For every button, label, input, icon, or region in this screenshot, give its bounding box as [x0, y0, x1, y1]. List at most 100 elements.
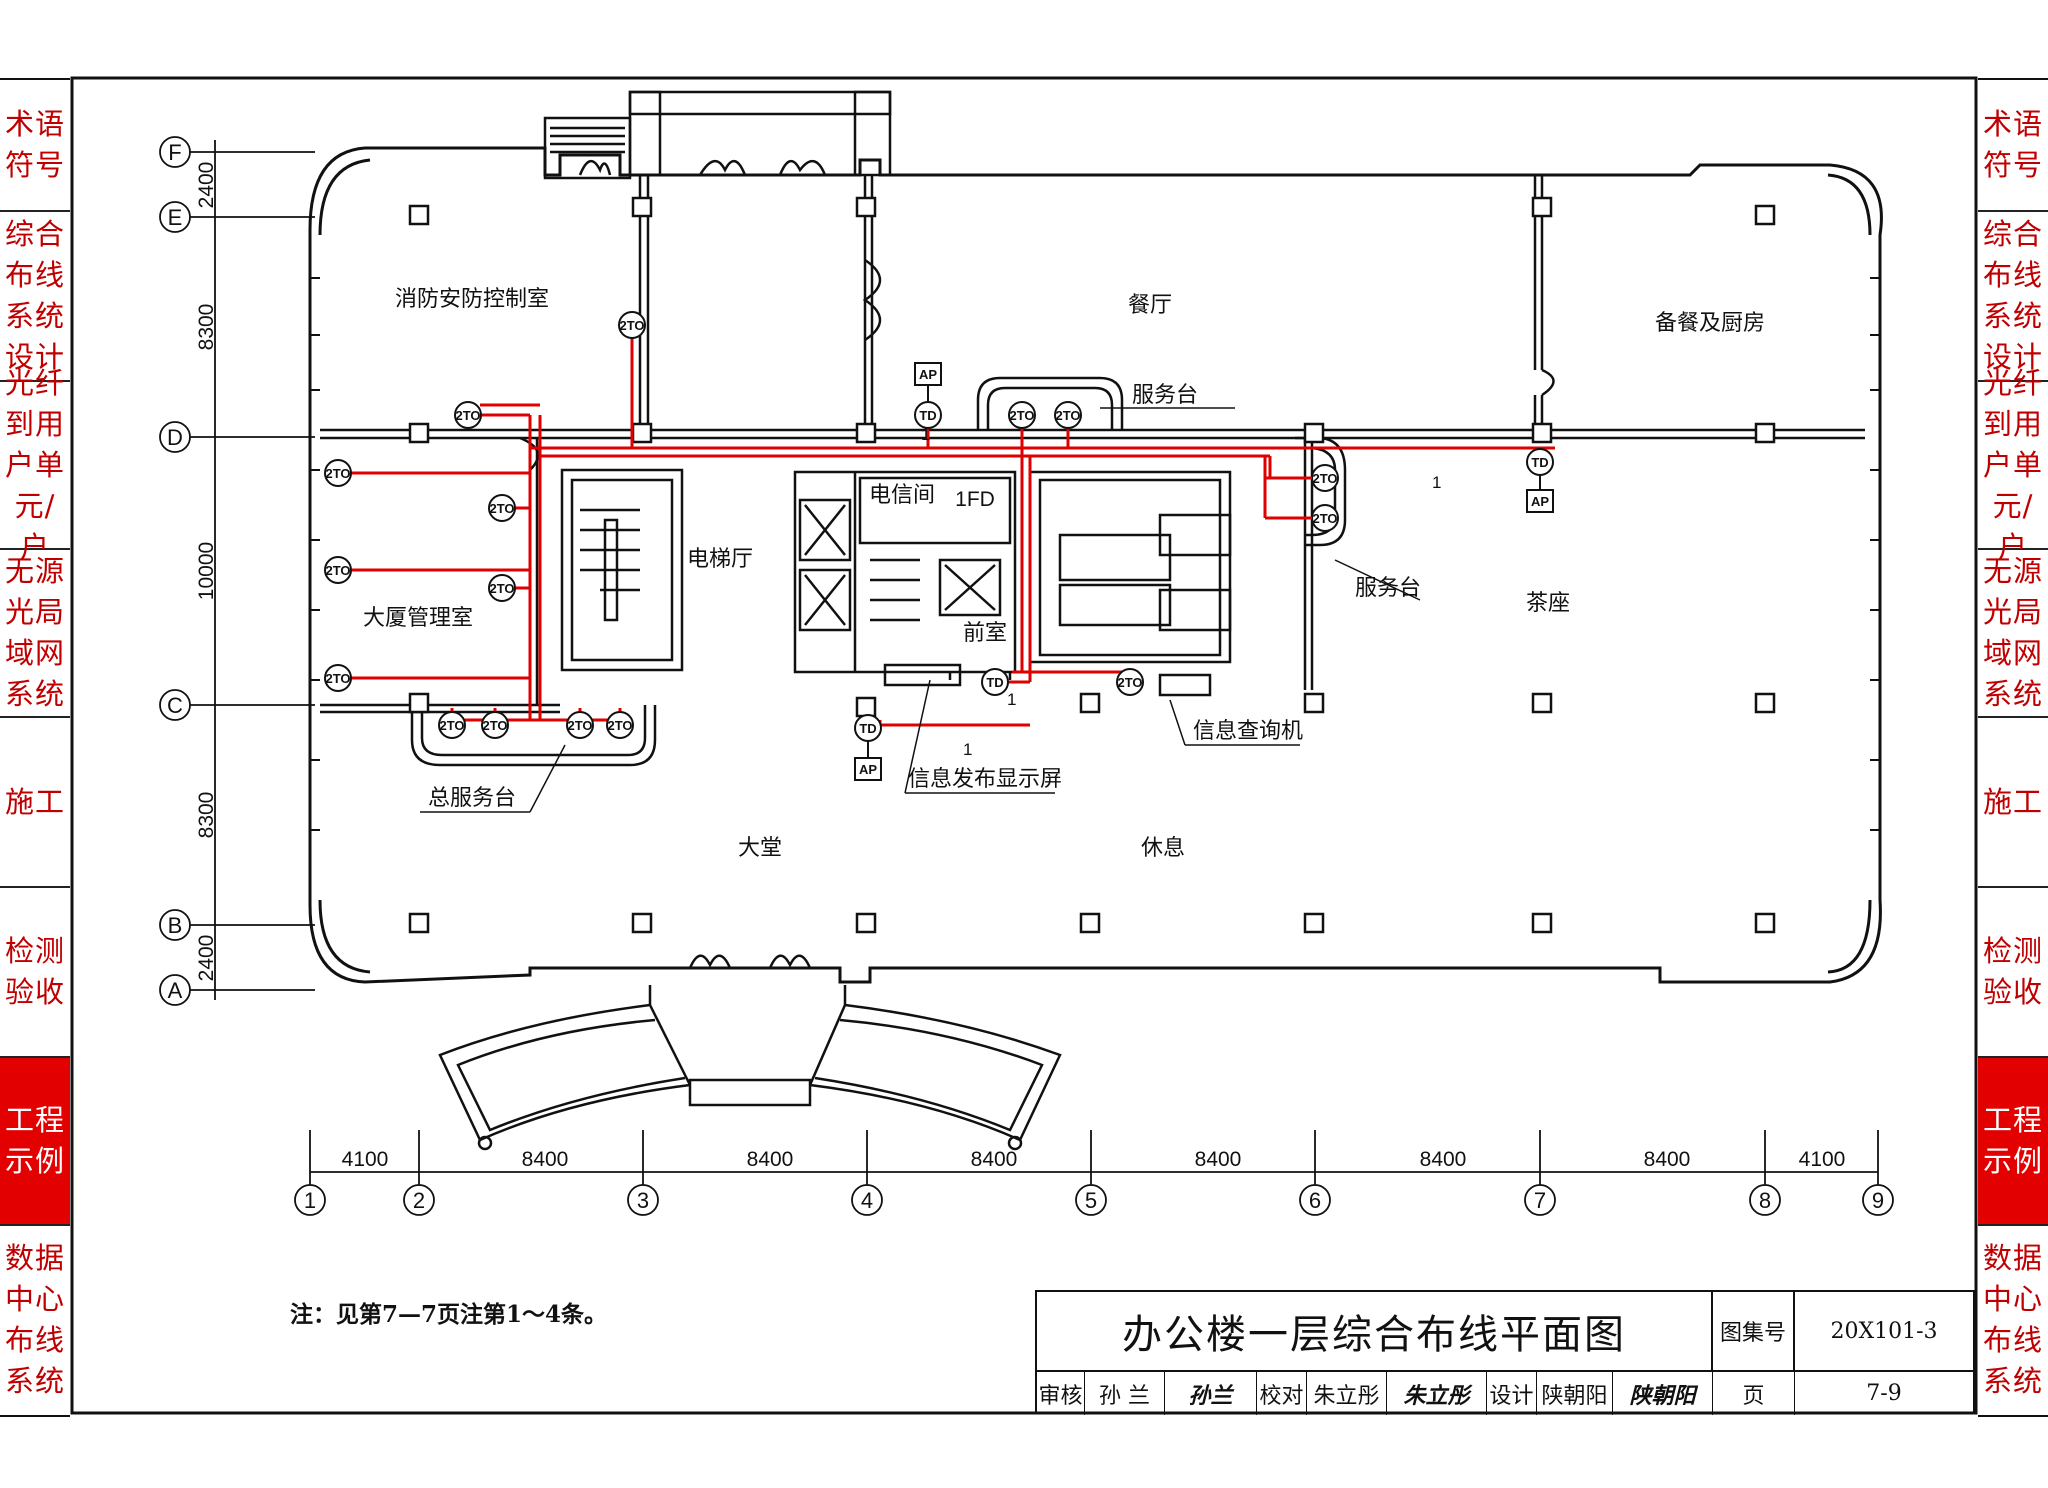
- outlet-2to: 2TO: [1311, 464, 1339, 492]
- svg-text:8400: 8400: [747, 1148, 794, 1171]
- outlet-2to: 2TO: [488, 574, 516, 602]
- sidebar-tab-construction-right[interactable]: 施工: [1978, 718, 2048, 888]
- label-elevator-hall: 电梯厅: [687, 547, 753, 572]
- svg-text:2TO: 2TO: [455, 408, 480, 423]
- sidebar-tab-datacenter[interactable]: 数据 中心 布线 系统: [4, 1240, 65, 1398]
- svg-text:1: 1: [1432, 473, 1441, 492]
- entrance-canopy: [438, 954, 1062, 1151]
- sidebar-tab-construction[interactable]: 施工: [0, 718, 70, 888]
- label-lobby: 大堂: [738, 836, 782, 861]
- svg-text:8300: 8300: [195, 792, 218, 839]
- row-axis-bubbles: F E D C B A: [159, 136, 191, 1006]
- svg-text:9: 9: [1872, 1188, 1884, 1213]
- columns: [408, 196, 1776, 934]
- sidebar-tab-datacenter-right[interactable]: 数据 中心 布线 系统: [1982, 1240, 2043, 1398]
- design-label: 设计: [1487, 1372, 1537, 1415]
- label-antechamber: 前室: [963, 621, 1007, 646]
- outlet-2to: 2TO: [1116, 668, 1144, 696]
- outlet-2to: 2TO: [324, 664, 352, 692]
- svg-text:1: 1: [921, 425, 930, 444]
- label-service-desk-right: 服务台: [1355, 576, 1421, 601]
- ap-symbol: AP: [854, 757, 882, 781]
- grid-col-4: 4: [851, 1184, 883, 1216]
- interior-walls: [320, 175, 1865, 714]
- outlets: 2TO 2TO 2TO 2TO 2TO 2TO 2TO 2TO 2TO 2TO …: [324, 311, 1339, 739]
- grid-row-f: F: [159, 136, 191, 168]
- drawing-note: 注：见第7—7页注第1～4条。: [290, 1301, 608, 1328]
- grid-col-2: 2: [403, 1184, 435, 1216]
- svg-text:1: 1: [304, 1188, 316, 1213]
- outlet-2to: 2TO: [488, 494, 516, 522]
- outlet-2to: 2TO: [1008, 401, 1036, 429]
- svg-text:2TO: 2TO: [325, 466, 350, 481]
- svg-text:2TO: 2TO: [489, 501, 514, 516]
- service-desk-top: [976, 376, 1124, 430]
- outlet-2to: 2TO: [481, 711, 509, 739]
- svg-text:5: 5: [1085, 1188, 1097, 1213]
- svg-text:8400: 8400: [522, 1148, 569, 1171]
- sidebar-tab-examples[interactable]: 工程 示例: [0, 1058, 70, 1226]
- drawing-title: 办公楼一层综合布线平面图: [1037, 1292, 1713, 1372]
- reviewer-signature: 孙兰: [1165, 1372, 1257, 1415]
- check-label: 校对: [1257, 1372, 1307, 1415]
- svg-text:4100: 4100: [342, 1148, 389, 1171]
- svg-text:TD: TD: [859, 721, 876, 736]
- svg-text:TD: TD: [919, 408, 936, 423]
- grid-col-5: 5: [1075, 1184, 1107, 1216]
- service-desk-right: [1295, 436, 1347, 547]
- svg-text:8400: 8400: [971, 1148, 1018, 1171]
- outlet-2to: 2TO: [606, 711, 634, 739]
- svg-text:2TO: 2TO: [619, 318, 644, 333]
- svg-text:8400: 8400: [1420, 1148, 1467, 1171]
- td-symbol: TD: [981, 668, 1009, 696]
- review-label: 审核: [1037, 1372, 1085, 1415]
- grid-col-7: 7: [1524, 1184, 1556, 1216]
- label-info-query: 信息查询机: [1193, 719, 1303, 744]
- grid-row-a: A: [159, 974, 191, 1006]
- svg-text:8400: 8400: [1195, 1148, 1242, 1171]
- column-axis-lines: [309, 1130, 1879, 1185]
- outlet-2to: 2TO: [324, 459, 352, 487]
- atlas-label: 图集号: [1713, 1292, 1795, 1372]
- label-restaurant: 餐厅: [1128, 293, 1172, 318]
- svg-text:2TO: 2TO: [325, 671, 350, 686]
- drawing-frame: [70, 76, 1978, 1415]
- sidebar-tab-cabling-design[interactable]: 综合 布线 系统 设计: [0, 212, 70, 382]
- outlet-links: [1290, 476, 1312, 520]
- svg-text:2TO: 2TO: [567, 718, 592, 733]
- designer-name: 陕朝阳: [1537, 1372, 1613, 1415]
- cable-count-marks: 1 1 1 1: [921, 425, 1441, 759]
- svg-text:2TO: 2TO: [1117, 675, 1142, 690]
- td-symbol: TD: [854, 714, 882, 742]
- sidebar-tab-pon[interactable]: 无源 光局 域网 系统: [0, 550, 70, 718]
- outlet-2to: 2TO: [1054, 401, 1082, 429]
- sidebar-tab-terms[interactable]: 术语 符号: [0, 80, 70, 212]
- outlet-2to: 2TO: [438, 711, 466, 739]
- sidebar-tab-examples-right[interactable]: 工程 示例: [1978, 1058, 2048, 1226]
- svg-text:7: 7: [1534, 1188, 1546, 1213]
- label-fire-control-room: 消防安防控制室: [395, 287, 549, 312]
- svg-text:F: F: [168, 140, 181, 165]
- cable-routes: [350, 335, 1555, 727]
- svg-text:E: E: [168, 205, 183, 230]
- page-number: 7-9: [1866, 1381, 1902, 1406]
- label-tea-room: 茶座: [1526, 591, 1570, 616]
- sidebar-tab-cabling-design-right[interactable]: 综合 布线 系统 设计: [1978, 212, 2048, 382]
- ap-symbol: AP: [1526, 489, 1554, 513]
- sidebar-tab-pon-right[interactable]: 无源 光局 域网 系统: [1978, 550, 2048, 718]
- building-outline: [308, 146, 1883, 984]
- reviewer-name: 孙 兰: [1085, 1372, 1165, 1415]
- svg-text:2TO: 2TO: [1055, 408, 1080, 423]
- grid-col-6: 6: [1299, 1184, 1331, 1216]
- outlet-2to: 2TO: [454, 401, 482, 429]
- svg-text:2TO: 2TO: [439, 718, 464, 733]
- sidebar-tab-terms-right[interactable]: 术语 符号: [1978, 80, 2048, 212]
- page-label: 页: [1713, 1372, 1795, 1415]
- label-service-desk-top: 服务台: [1132, 383, 1198, 408]
- sidebar-tab-inspection[interactable]: 检测 验收: [0, 888, 70, 1058]
- outlet-2to: 2TO: [324, 556, 352, 584]
- svg-text:TD: TD: [1531, 455, 1548, 470]
- sidebar-tab-inspection-right[interactable]: 检测 验收: [1978, 888, 2048, 1058]
- td-symbol: TD: [1526, 448, 1554, 476]
- svg-text:1: 1: [963, 740, 972, 759]
